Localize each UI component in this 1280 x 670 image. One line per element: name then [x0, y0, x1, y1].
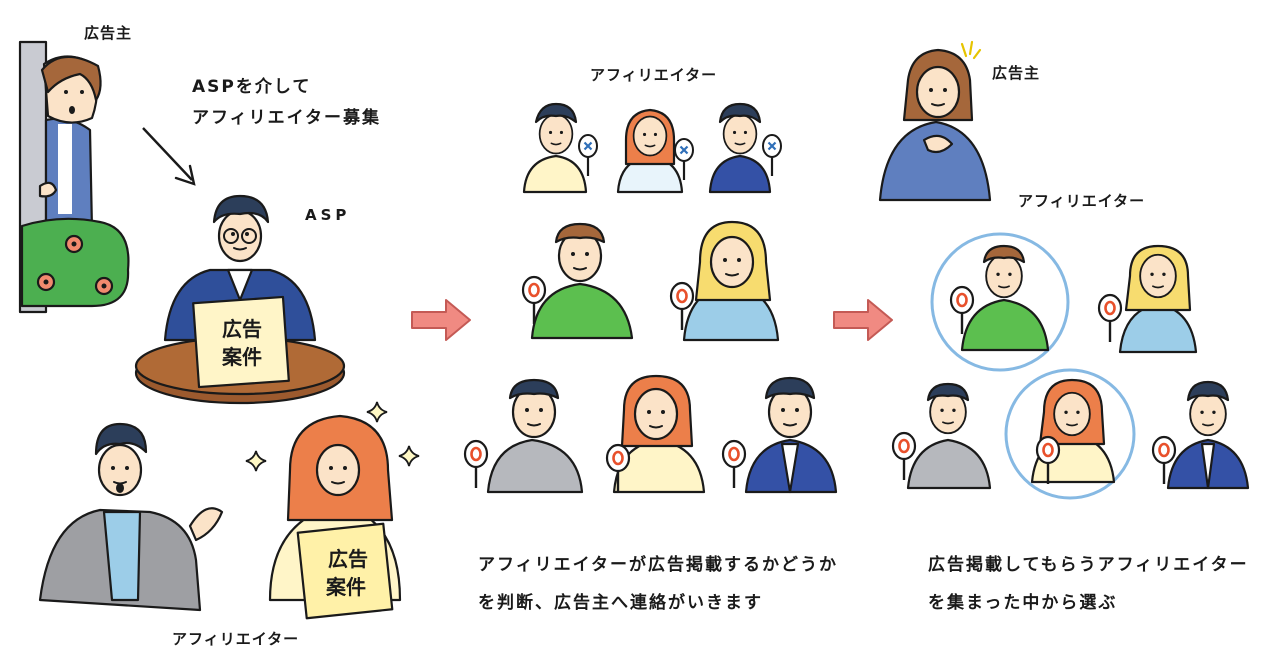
advertiser-label-left: 広告主: [84, 24, 133, 42]
asp-case-label-1: 広告: [222, 317, 262, 341]
asp-man-figure: 広告 案件: [134, 194, 346, 405]
caption-right-line2: を集まった中から選ぶ: [928, 593, 1118, 613]
sparkle-icon: [245, 450, 267, 472]
selection-ring: [930, 232, 1070, 372]
bush-with-flowers: [20, 217, 130, 308]
selected-affiliators: [891, 232, 1250, 500]
sparkle-icon: [398, 445, 420, 467]
accepting-affiliators: [463, 220, 838, 494]
woman-case-label-2: 案件: [325, 575, 366, 599]
affiliator-man-surprised: [38, 422, 224, 612]
asp-label: ASP: [305, 206, 351, 224]
pointer-arrow: [142, 127, 196, 186]
affiliator-label-bottom-left: アフィリエイター: [172, 630, 300, 648]
asp-instruction-line1: ASPを介して: [192, 77, 312, 97]
flow-arrow-2: [833, 299, 893, 341]
affiliator-label-middle: アフィリエイター: [590, 66, 718, 84]
affiliator-label-right: アフィリエイター: [1018, 192, 1146, 210]
asp-case-label-2: 案件: [221, 345, 262, 369]
sparkle-icon: [366, 401, 388, 423]
flow-arrow-1: [411, 299, 471, 341]
caption-middle-line1: アフィリエイターが広告掲載するかどうか: [478, 555, 838, 575]
advertiser-thinking-figure: [878, 40, 992, 202]
affiliator-woman-happy: 広告 案件: [268, 414, 402, 620]
rejecting-affiliators: [522, 102, 783, 194]
caption-middle-line2: を判断、広告主へ連絡がいきます: [478, 593, 763, 613]
caption-right-line1: 広告掲載してもらうアフィリエイター: [928, 555, 1249, 575]
selection-ring: [1004, 368, 1136, 500]
woman-case-label-1: 広告: [328, 547, 368, 571]
asp-instruction-line2: アフィリエイター募集: [192, 108, 381, 128]
advertiser-label-right: 広告主: [992, 64, 1041, 82]
